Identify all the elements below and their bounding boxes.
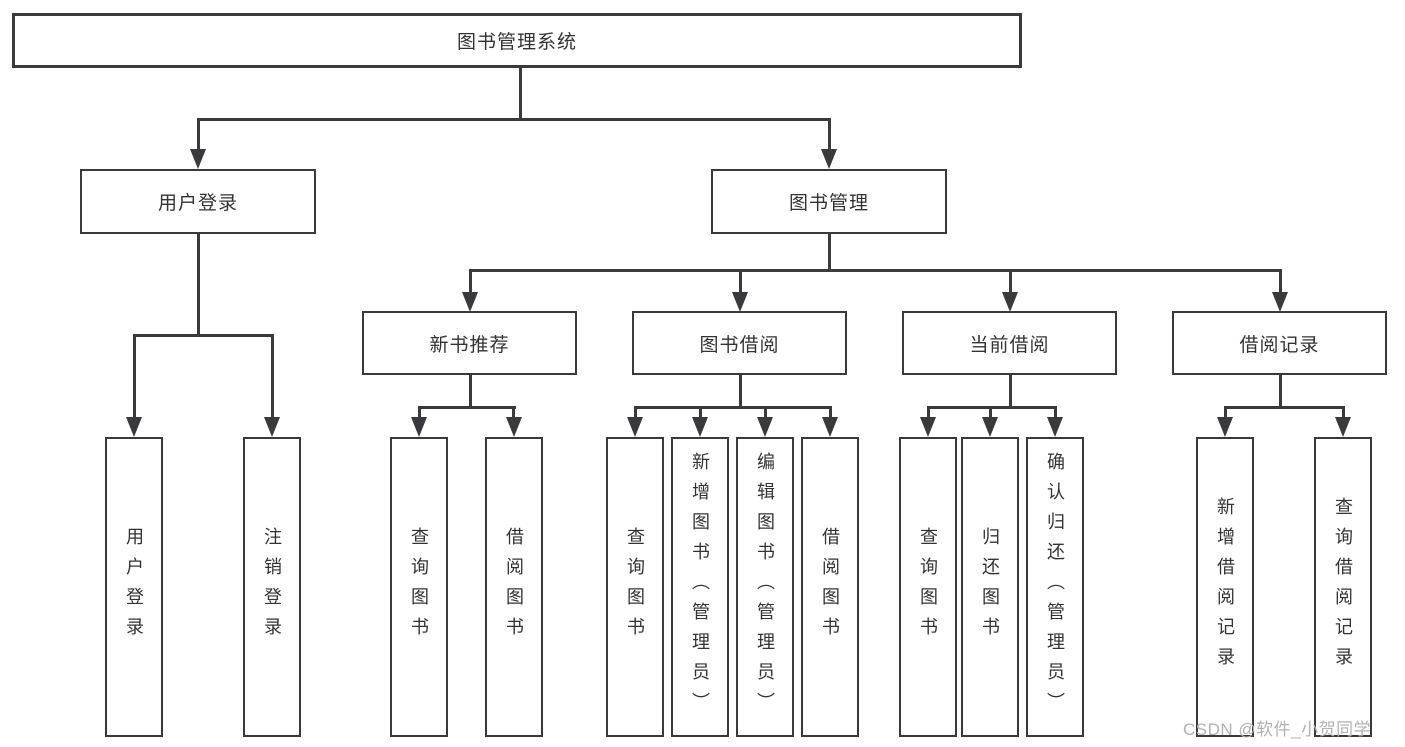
arrow-down-icon [822,417,838,437]
connector-line [417,405,516,409]
leaf-query-books-2: 查询图书 [606,437,664,737]
leaf-label: 注销登录 [262,527,282,647]
arrow-down-icon [757,417,773,437]
leaf-label: 新增借阅记录 [1215,497,1235,677]
connector-line [417,405,421,420]
connector-line [828,405,832,420]
leaf-confirm-return-admin: 确认归还（管理员） [1026,437,1084,737]
leaf-label: 查询图书 [625,527,645,647]
node-label: 图书借阅 [699,334,780,356]
leaf-add-borrow-record: 新增借阅记录 [1196,437,1254,737]
node-book-borrow: 图书借阅 [632,311,847,375]
node-label: 借阅记录 [1239,334,1320,356]
node-label: 图书管理 [788,193,869,214]
arrow-down-icon [920,417,936,437]
node-borrow-records: 借阅记录 [1172,311,1387,375]
node-new-book-recommend: 新书推荐 [362,311,577,375]
leaf-label: 新增图书（管理员） [690,452,710,722]
node-current-borrow: 当前借阅 [902,311,1117,375]
connector-line [926,405,1057,409]
node-library-management-system: 图书管理系统 [12,13,1022,68]
leaf-edit-books-admin: 编辑图书（管理员） [736,437,794,737]
leaf-label: 查询图书 [409,527,429,647]
arrow-down-icon [627,417,643,437]
connector-line [132,333,274,337]
leaf-logout: 注销登录 [243,437,301,737]
arrow-down-icon [1002,292,1018,312]
connector-line [468,268,1282,272]
leaf-label: 借阅图书 [504,527,524,647]
connector-line [738,268,742,294]
connector-line [132,333,136,419]
arrow-down-icon [821,149,837,169]
leaf-return-books: 归还图书 [961,437,1019,737]
connector-line [468,268,472,294]
connector-line [1278,268,1282,294]
arrow-down-icon [506,417,522,437]
arrow-down-icon [692,417,708,437]
arrow-down-icon [411,417,427,437]
connector-line [698,405,702,420]
connector-line [196,117,200,151]
connector-line [1341,405,1345,420]
connector-line [763,405,767,420]
connector-line [1223,405,1227,420]
leaf-label: 用户登录 [124,527,144,647]
connector-line [1008,375,1012,408]
connector-line [196,233,200,336]
connector-line [926,405,930,420]
node-user-login: 用户登录 [80,169,316,234]
connector-line [988,405,992,420]
leaf-query-books: 查询图书 [390,437,448,737]
arrow-down-icon [190,149,206,169]
leaf-borrow-books-2: 借阅图书 [801,437,859,737]
leaf-label: 确认归还（管理员） [1045,452,1065,722]
connector-line [633,405,637,420]
arrow-down-icon [1217,417,1233,437]
connector-line [1053,405,1057,420]
leaf-label: 查询借阅记录 [1333,497,1353,677]
connector-line [196,117,831,121]
leaf-query-books-3: 查询图书 [899,437,957,737]
connector-line [827,117,831,151]
connector-line [1223,405,1345,409]
connector-line [511,405,515,420]
arrow-down-icon [126,417,142,437]
arrow-down-icon [1272,292,1288,312]
connector-line [738,375,742,408]
connector-line [633,405,832,409]
leaf-label: 查询图书 [918,527,938,647]
csdn-watermark: CSDN @软件_小贺同学 [1183,720,1372,739]
connector-line [468,375,472,408]
arrow-down-icon [1335,417,1351,437]
leaf-label: 编辑图书（管理员） [755,452,775,722]
node-book-management: 图书管理 [711,169,947,234]
connector-line [270,333,274,419]
node-label: 当前借阅 [969,334,1050,356]
arrow-down-icon [982,417,998,437]
arrow-down-icon [1047,417,1063,437]
connector-line [827,233,831,271]
connector-line [1278,375,1282,408]
connector-line [1008,268,1012,294]
leaf-borrow-books: 借阅图书 [485,437,543,737]
arrow-down-icon [732,292,748,312]
connector-line [518,68,522,119]
leaf-label: 归还图书 [980,527,1000,647]
arrow-down-icon [264,417,280,437]
leaf-user-login: 用户登录 [105,437,163,737]
leaf-query-borrow-record: 查询借阅记录 [1314,437,1372,737]
node-label: 新书推荐 [429,334,510,356]
arrow-down-icon [462,292,478,312]
leaf-label: 借阅图书 [820,527,840,647]
leaf-add-books-admin: 新增图书（管理员） [671,437,729,737]
node-label: 图书管理系统 [456,32,577,53]
node-label: 用户登录 [157,193,238,214]
